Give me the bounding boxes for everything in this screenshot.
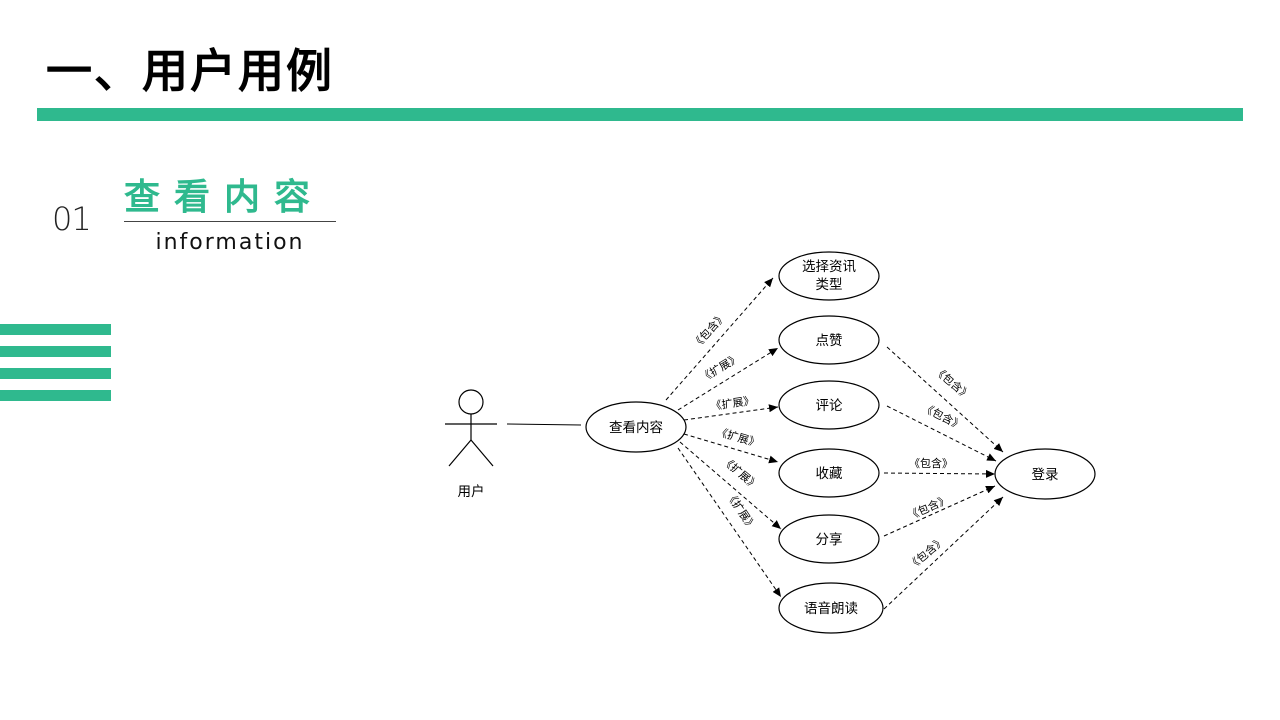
rel-view-favorite bbox=[683, 433, 779, 464]
actor-leg-right bbox=[470, 439, 494, 467]
rel-comment-login bbox=[886, 405, 997, 462]
rel-label-include-choose: 《包含》 bbox=[689, 309, 729, 351]
usecase-comment bbox=[778, 380, 880, 430]
actor-leg-left bbox=[448, 439, 472, 467]
usecase-share bbox=[778, 514, 880, 564]
usecase-like-label: 点赞 bbox=[816, 333, 843, 349]
section-subheading: information bbox=[155, 230, 305, 255]
rel-view-comment bbox=[683, 404, 779, 421]
usecase-like bbox=[778, 315, 880, 365]
usecase-read-aloud-label: 语音朗读 bbox=[804, 600, 858, 617]
rel-view-read-aloud bbox=[677, 447, 782, 598]
rel-favorite-login bbox=[883, 469, 996, 478]
usecase-comment-label: 评论 bbox=[816, 398, 844, 414]
rel-label-extend-like: 《扩展》 bbox=[697, 350, 742, 385]
rel-share-login bbox=[883, 485, 996, 537]
usecase-choose-type bbox=[778, 251, 880, 301]
rel-label-extend-read-aloud: 《扩展》 bbox=[723, 489, 759, 533]
rel-label-extend-favorite: 《扩展》 bbox=[715, 424, 761, 450]
decor-stripe-3 bbox=[0, 368, 111, 379]
rel-label-include-comment-login: 《包含》 bbox=[920, 400, 966, 432]
usecase-favorite-label: 收藏 bbox=[816, 466, 844, 482]
usecase-choose-type-label-2: 类型 bbox=[816, 277, 843, 293]
actor-label: 用户 bbox=[458, 483, 485, 500]
actor-user bbox=[445, 389, 497, 467]
decor-stripe-1 bbox=[0, 324, 111, 335]
usecase-login bbox=[994, 448, 1096, 500]
usecase-favorite bbox=[778, 448, 880, 498]
usecase-view-label: 查看内容 bbox=[609, 419, 663, 436]
rel-like-login bbox=[886, 346, 1004, 453]
rel-label-include-read-aloud-login: 《包含》 bbox=[905, 533, 948, 572]
rel-label-extend-share: 《扩展》 bbox=[719, 453, 762, 492]
rel-label-extend-comment: 《扩展》 bbox=[710, 393, 756, 413]
rel-view-share bbox=[679, 441, 782, 530]
usecase-share-label: 分享 bbox=[816, 531, 843, 548]
usecase-read-aloud bbox=[778, 582, 884, 634]
actor-head bbox=[458, 389, 484, 415]
rel-read-aloud-login bbox=[883, 496, 1004, 610]
decor-stripe-2 bbox=[0, 346, 111, 357]
section-heading: 查看内容 bbox=[124, 177, 325, 218]
usecase-login-label: 登录 bbox=[1032, 467, 1059, 483]
usecase-choose-type-label-1: 选择资讯 bbox=[802, 259, 856, 275]
title-underline-bar bbox=[37, 108, 1243, 121]
section-divider bbox=[124, 221, 336, 222]
section-number: 01 bbox=[52, 200, 92, 238]
rel-view-like bbox=[677, 347, 779, 411]
usecase-view bbox=[585, 401, 687, 453]
rel-label-include-share-login: 《包含》 bbox=[905, 492, 951, 523]
decor-stripe-4 bbox=[0, 390, 111, 401]
association-line bbox=[506, 423, 582, 426]
page-title: 一、用户用例 bbox=[46, 44, 334, 98]
rel-view-choose bbox=[665, 277, 774, 401]
rel-label-include-favorite-login: 《包含》 bbox=[909, 456, 953, 470]
rel-label-include-like-login: 《包含》 bbox=[931, 363, 974, 402]
